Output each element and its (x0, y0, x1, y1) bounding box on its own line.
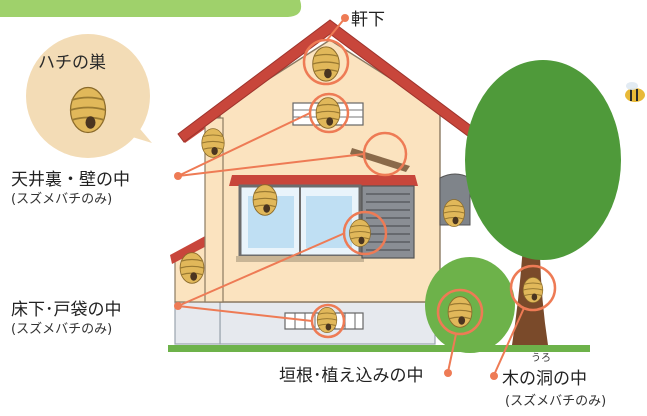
label-ceiling-wall: 天井裏・壁の中 (11, 170, 130, 190)
nest-awning (252, 184, 278, 216)
label-tree-hollow-note: (スズメバチのみ) (505, 394, 607, 409)
nest-vent (315, 97, 341, 129)
nest-left-wall (201, 128, 225, 158)
label-tree-hollow-ruby: うろ (531, 353, 551, 364)
marker-eaves (302, 38, 350, 86)
nest-foundation (316, 306, 338, 334)
nest-annex (179, 252, 205, 284)
nest-icon (69, 86, 107, 134)
nest-legend-bubble (26, 34, 152, 158)
label-underfloor: 床下･戸袋の中 (11, 300, 122, 320)
nest-shutter (348, 218, 372, 248)
label-tree-hollow: 木の洞の中 (502, 369, 587, 389)
top-band (0, 0, 302, 17)
nest-hedge (447, 296, 473, 328)
nest-side-vent (442, 198, 466, 228)
tree-canopy (465, 60, 621, 260)
marker-tree (509, 264, 557, 312)
marker-hedge (436, 288, 484, 336)
nest-tree (522, 276, 544, 304)
label-hedge: 垣根･植え込みの中 (279, 366, 424, 386)
legend-title: ハチの巣 (38, 53, 106, 73)
grass (168, 345, 590, 352)
bee-icon (625, 82, 645, 102)
label-underfloor-note: (スズメバチのみ) (11, 322, 113, 337)
shutter-box (361, 185, 415, 259)
label-ceiling-wall-note: (スズメバチのみ) (11, 192, 113, 207)
label-eaves: 軒下 (351, 10, 385, 30)
nest-eaves (312, 46, 340, 82)
window-awning (229, 175, 418, 186)
window-sill (236, 256, 364, 262)
